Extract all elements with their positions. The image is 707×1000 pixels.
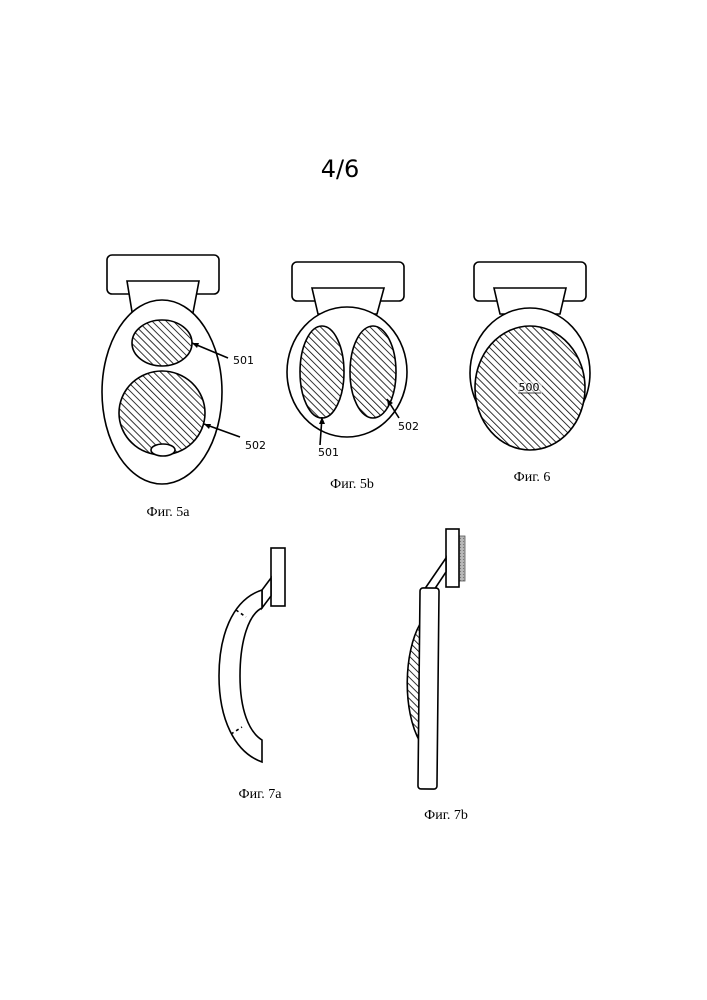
figure-7a: Фиг. 7a xyxy=(219,548,285,802)
fig5a-pad-502 xyxy=(119,371,205,455)
fig5b-ref-501: 501 xyxy=(318,446,339,459)
fig5a-hole xyxy=(151,444,175,456)
fig5a-pad-501 xyxy=(132,320,192,366)
figure-5a: 501 502 Фиг. 5a xyxy=(102,255,266,520)
fig5a-ref-502: 502 xyxy=(245,439,266,452)
fig7a-caption: Фиг. 7a xyxy=(239,787,283,802)
fig5b-pad-501 xyxy=(300,326,344,418)
figure-5b: 501 502 Фиг. 5b xyxy=(287,262,419,492)
figure-7b: Фиг. 7b xyxy=(407,529,468,823)
fig5a-caption: Фиг. 5a xyxy=(147,505,191,520)
fig7a-clip-plate xyxy=(271,548,285,606)
fig7b-caption: Фиг. 7b xyxy=(424,808,468,823)
fig7b-clip-plate xyxy=(446,529,459,587)
fig7a-arm xyxy=(262,578,271,608)
fig5a-ref-501: 501 xyxy=(233,354,254,367)
fig6-caption: Фиг. 6 xyxy=(514,470,551,485)
fig7b-body-side xyxy=(418,588,439,789)
sheet-number: 4/6 xyxy=(321,155,360,183)
fig5b-ref-502: 502 xyxy=(398,420,419,433)
fig7a-curved-band xyxy=(219,590,262,762)
fig5b-caption: Фиг. 5b xyxy=(330,477,374,492)
fig6-ref-500: 500 xyxy=(519,381,540,394)
figure-6: 500 Фиг. 6 xyxy=(470,262,590,485)
fig7b-adhesive-strip xyxy=(459,536,465,581)
